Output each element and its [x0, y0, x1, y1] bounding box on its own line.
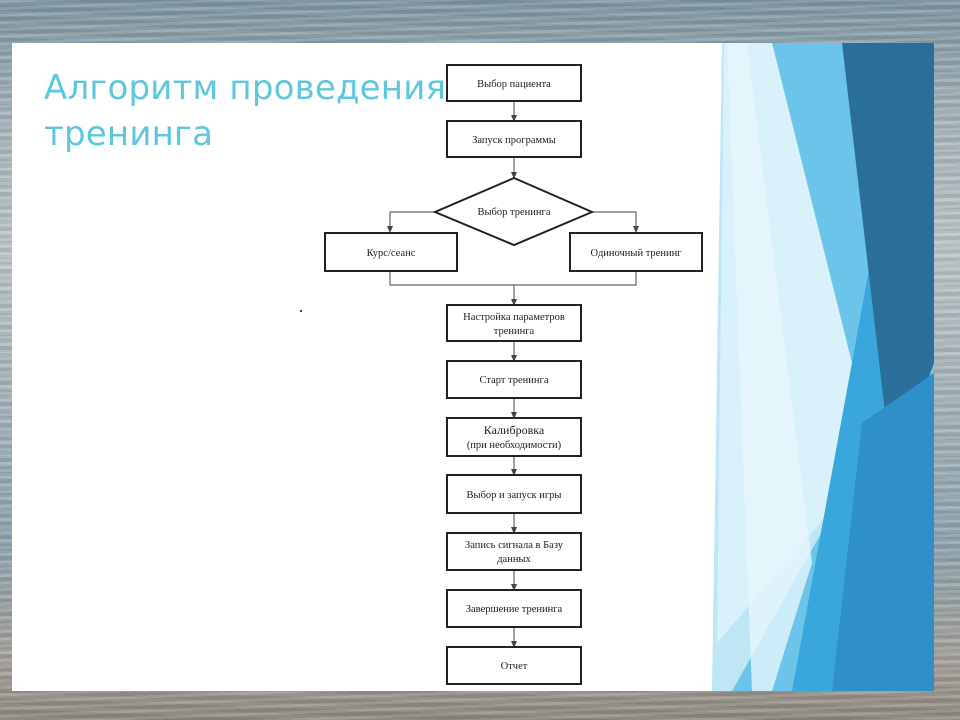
label-record-signal-line1: Запись сигнала в Базу [465, 540, 564, 551]
label-calibration-line2: (при необходимости) [467, 440, 562, 451]
label-setup-params-line2: тренинга [494, 326, 535, 337]
nodes [324, 64, 703, 685]
slide: Алгоритм проведения тренинга [12, 43, 934, 691]
slide-title: Алгоритм проведения тренинга [44, 65, 446, 157]
label-course-session: Курс/сеанс [367, 248, 416, 259]
label-record-signal-line2: данных [497, 554, 531, 565]
slide-title-line2: тренинга [44, 114, 214, 154]
label-choose-game: Выбор и запуск игры [467, 490, 562, 501]
connector-branch-left [387, 211, 435, 233]
node-calibration [446, 417, 582, 457]
node-report [446, 646, 582, 685]
slide-title-line1: Алгоритм проведения [44, 68, 447, 108]
connector-branch-right [592, 211, 639, 233]
node-select-patient [446, 64, 582, 102]
label-finish-training: Завершение тренинга [466, 604, 563, 615]
node-course-session [324, 232, 458, 272]
node-choose-game [446, 474, 582, 514]
connector-merge-left [389, 271, 514, 286]
label-single-training: Одиночный тренинг [591, 248, 683, 259]
stray-dot [300, 310, 302, 312]
node-launch-program [446, 120, 582, 158]
label-launch-program: Запуск программы [472, 135, 556, 146]
shape-pale-sliver [727, 43, 812, 691]
node-record-signal [446, 532, 582, 571]
node-start-training [446, 360, 582, 399]
connector-merge-right [514, 271, 637, 286]
node-choose-training-decision [432, 176, 595, 247]
label-start-training: Старт тренинга [479, 375, 548, 386]
node-single-training [569, 232, 703, 272]
label-calibration-line1: Калибровка [484, 423, 545, 437]
node-labels: Выбор пациента Запуск программы Выбор тр… [367, 79, 683, 672]
decorative-shapes [712, 43, 934, 691]
node-setup-params [446, 304, 582, 342]
label-report: Отчет [501, 661, 528, 672]
node-finish-training [446, 589, 582, 628]
flowchart: Выбор пациента Запуск программы Выбор тр… [324, 64, 703, 685]
label-setup-params-line1: Настройка параметров [463, 312, 565, 323]
label-choose-training: Выбор тренинга [478, 207, 551, 218]
connectors [387, 101, 639, 648]
label-select-patient: Выбор пациента [477, 79, 551, 90]
shape-dark-blue [842, 43, 934, 473]
shape-steel-blue [832, 373, 934, 691]
